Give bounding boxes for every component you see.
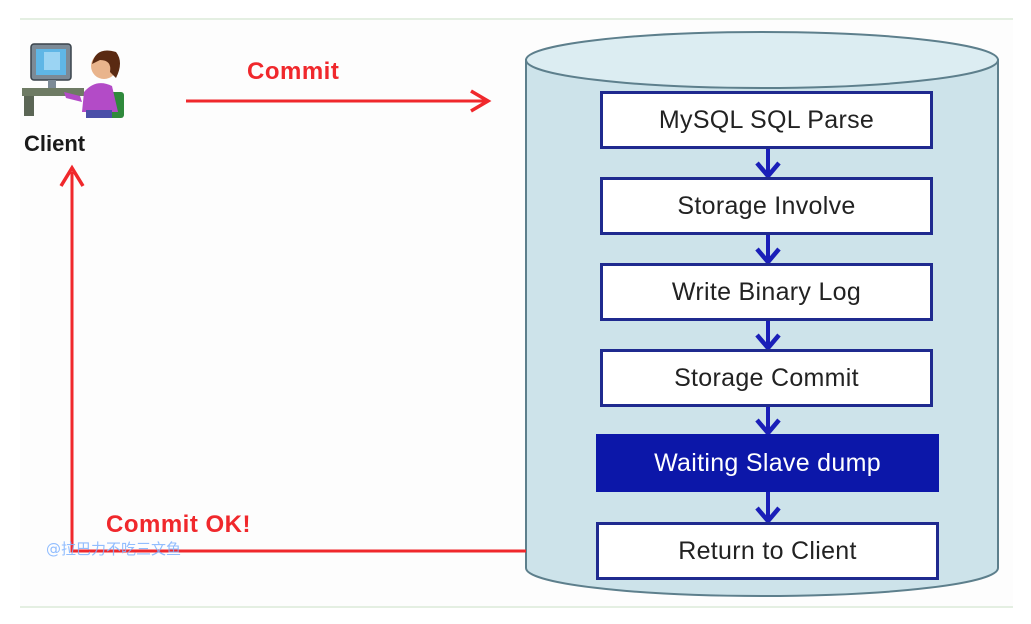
step-arrows	[755, 149, 781, 525]
watermark: @拉巴力不吃三文鱼	[46, 540, 182, 558]
commit-ok-label: Commit OK!	[106, 511, 251, 538]
step-return-to-client: Return to Client	[596, 522, 939, 580]
commit-ok-arrow	[59, 164, 526, 553]
down-arrow-icon	[755, 321, 781, 352]
step-storage-involve: Storage Involve	[600, 177, 933, 235]
step-write-binary-log: Write Binary Log	[600, 263, 933, 321]
step-waiting-slave-dump: Waiting Slave dump	[596, 434, 939, 492]
down-arrow-icon	[755, 235, 781, 266]
step-storage-commit: Storage Commit	[600, 349, 933, 407]
step-mysql-sql-parse: MySQL SQL Parse	[600, 91, 933, 149]
down-arrow-icon	[755, 407, 781, 437]
down-arrow-icon	[755, 492, 781, 525]
commit-arrow	[186, 89, 492, 113]
client-label: Client	[24, 131, 86, 156]
down-arrow-icon	[755, 149, 781, 180]
commit-label: Commit	[247, 58, 340, 85]
person-at-computer-icon	[22, 43, 124, 118]
